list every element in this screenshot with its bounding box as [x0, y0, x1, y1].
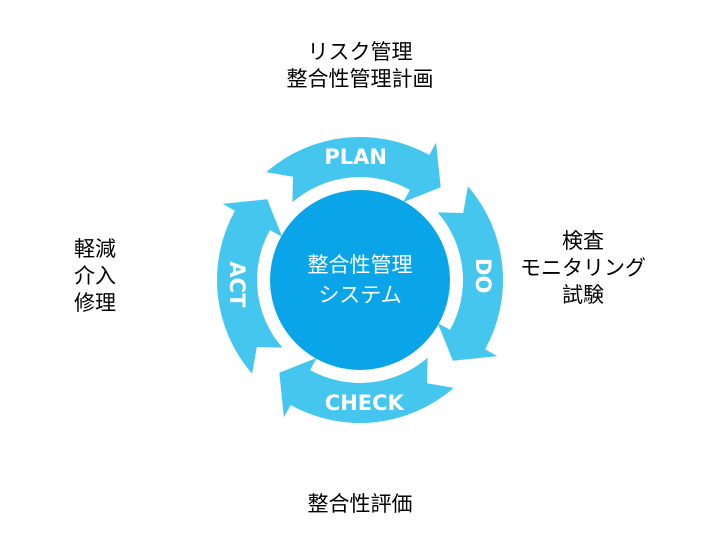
act-description-line-1: 軽減	[74, 237, 116, 261]
plan-description-line-2: 整合性管理計画	[286, 67, 434, 91]
cycle-arrow-plan	[266, 137, 441, 203]
center-title-line-2: システム	[318, 283, 402, 307]
do-description-line-2: モニタリング	[520, 256, 646, 280]
act-description-line-3: 修理	[74, 291, 116, 315]
plan-description-line-1: リスク管理	[307, 40, 413, 64]
cycle-arrow-act	[217, 199, 283, 374]
do-description-line-3: 試験	[562, 283, 604, 307]
center-title: 整合性管理 システム	[272, 250, 448, 310]
act-description-line-2: 介入	[74, 264, 116, 288]
do-description: 検査 モニタリング 試験	[508, 228, 658, 309]
cycle-arrow-do	[437, 186, 503, 361]
plan-description: リスク管理 整合性管理計画	[250, 39, 470, 93]
do-description-line-1: 検査	[562, 229, 604, 253]
cycle-arrow-check	[279, 357, 454, 423]
stage-label-do: DO	[471, 258, 495, 293]
stage-label-act: ACT	[225, 261, 249, 308]
stage-label-check: CHECK	[325, 391, 405, 415]
center-title-line-1: 整合性管理	[307, 253, 413, 277]
stage-label-plan: PLAN	[324, 145, 387, 169]
act-description: 軽減 介入 修理	[40, 236, 150, 317]
check-description: 整合性評価	[260, 491, 460, 518]
center-circle	[270, 190, 450, 370]
check-description-line-1: 整合性評価	[307, 492, 413, 516]
